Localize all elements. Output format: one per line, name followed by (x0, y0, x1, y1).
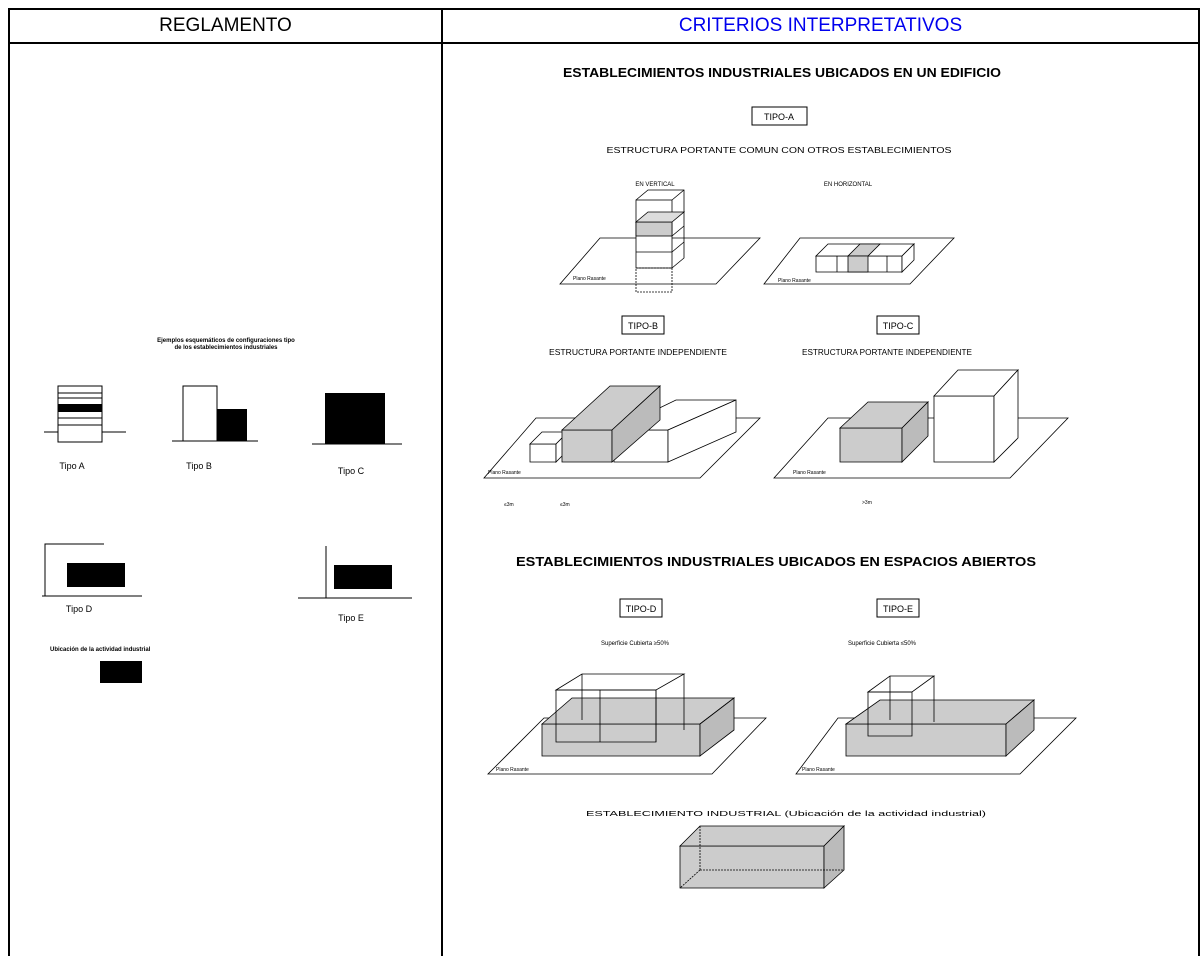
plano-rasante-c: Plano Rasante (793, 470, 826, 476)
en-vertical-label: EN VERTICAL (635, 182, 675, 188)
tipo-e-diagram (298, 546, 412, 599)
tipo-b-desc: ESTRUCTURA PORTANTE INDEPENDIENTE (549, 348, 727, 357)
comparison-table (8, 8, 1200, 956)
tipo-d-diagram (42, 543, 142, 597)
tipo-b-diagram (172, 385, 258, 442)
tipo-a-box (751, 106, 808, 126)
right-legend-swatch (679, 825, 845, 889)
left-legend-label: Ubicación de la actividad industrial (50, 647, 151, 653)
tipo-d-title: TIPO-D (626, 604, 657, 614)
tipo-a-label: Tipo A (59, 461, 84, 471)
tipo-a-title: TIPO-A (764, 112, 794, 122)
title-edificio: ESTABLECIMIENTOS INDUSTRIALES UBICADOS E… (563, 66, 1001, 80)
column-divider (441, 8, 443, 956)
tipo-e-desc: Superficie Cubierta ≤50% (848, 641, 917, 647)
tipo-c-title: TIPO-C (883, 321, 914, 331)
tipo-b-drawing (483, 385, 761, 479)
tipo-c-diagram (312, 393, 402, 445)
tipo-c-box (876, 315, 920, 335)
tipo-e-label: Tipo E (338, 613, 364, 623)
header-divider (8, 42, 1200, 44)
plano-rasante-a2: Plano Rasante (778, 278, 811, 284)
tipo-a-desc: ESTRUCTURA PORTANTE COMUN CON OTROS ESTA… (607, 146, 952, 155)
tipo-c-label: Tipo C (338, 466, 365, 476)
header-criterios-interpretativos[interactable]: CRITERIOS INTERPRETATIVOS (678, 15, 963, 36)
tipo-b-box (621, 315, 665, 335)
tipo-a-diagram (44, 385, 126, 443)
tipo-b-label: Tipo B (186, 461, 212, 471)
tipo-d-label: Tipo D (66, 604, 93, 614)
dist-b1: ≤3m (504, 502, 514, 508)
tipo-d-box (619, 598, 663, 618)
tipo-d-drawing (487, 673, 767, 775)
right-legend-label: ESTABLECIMIENTO INDUSTRIAL (Ubicación de… (586, 811, 986, 818)
dist-b2: ≤3m (560, 502, 570, 508)
tipo-a-vertical-drawing (559, 189, 761, 293)
left-title-line1: Ejemplos esquemáticos de configuraciones… (157, 338, 295, 344)
plano-rasante-e: Plano Rasante (802, 767, 835, 773)
tipo-e-title: TIPO-E (883, 604, 913, 614)
tipo-c-desc: ESTRUCTURA PORTANTE INDEPENDIENTE (802, 348, 972, 357)
dist-c: >3m (862, 500, 872, 506)
plano-rasante-b: Plano Rasante (488, 470, 521, 476)
left-title-line2: de los establecimientos industriales (174, 345, 278, 351)
plano-rasante-a1: Plano Rasante (573, 276, 606, 282)
left-legend-swatch (100, 661, 142, 683)
plano-rasante-d: Plano Rasante (496, 767, 529, 773)
tipo-a-horizontal-drawing (763, 237, 955, 285)
tipo-d-desc: Superficie Cubierta ≥50% (601, 641, 670, 647)
criterios-figure: ESTABLECIMIENTOS INDUSTRIALES UBICADOS E… (483, 66, 1077, 889)
tipo-b-title: TIPO-B (628, 321, 658, 331)
header-reglamento: REGLAMENTO (159, 15, 292, 36)
tipo-e-box (876, 598, 920, 618)
title-abiertos: ESTABLECIMIENTOS INDUSTRIALES UBICADOS E… (516, 555, 1036, 569)
reglamento-figure: Ejemplos esquemáticos de configuraciones… (42, 338, 412, 683)
en-horizontal-label: EN HORIZONTAL (824, 182, 873, 188)
tipo-c-drawing (773, 368, 1069, 479)
tipo-e-drawing (795, 675, 1077, 775)
